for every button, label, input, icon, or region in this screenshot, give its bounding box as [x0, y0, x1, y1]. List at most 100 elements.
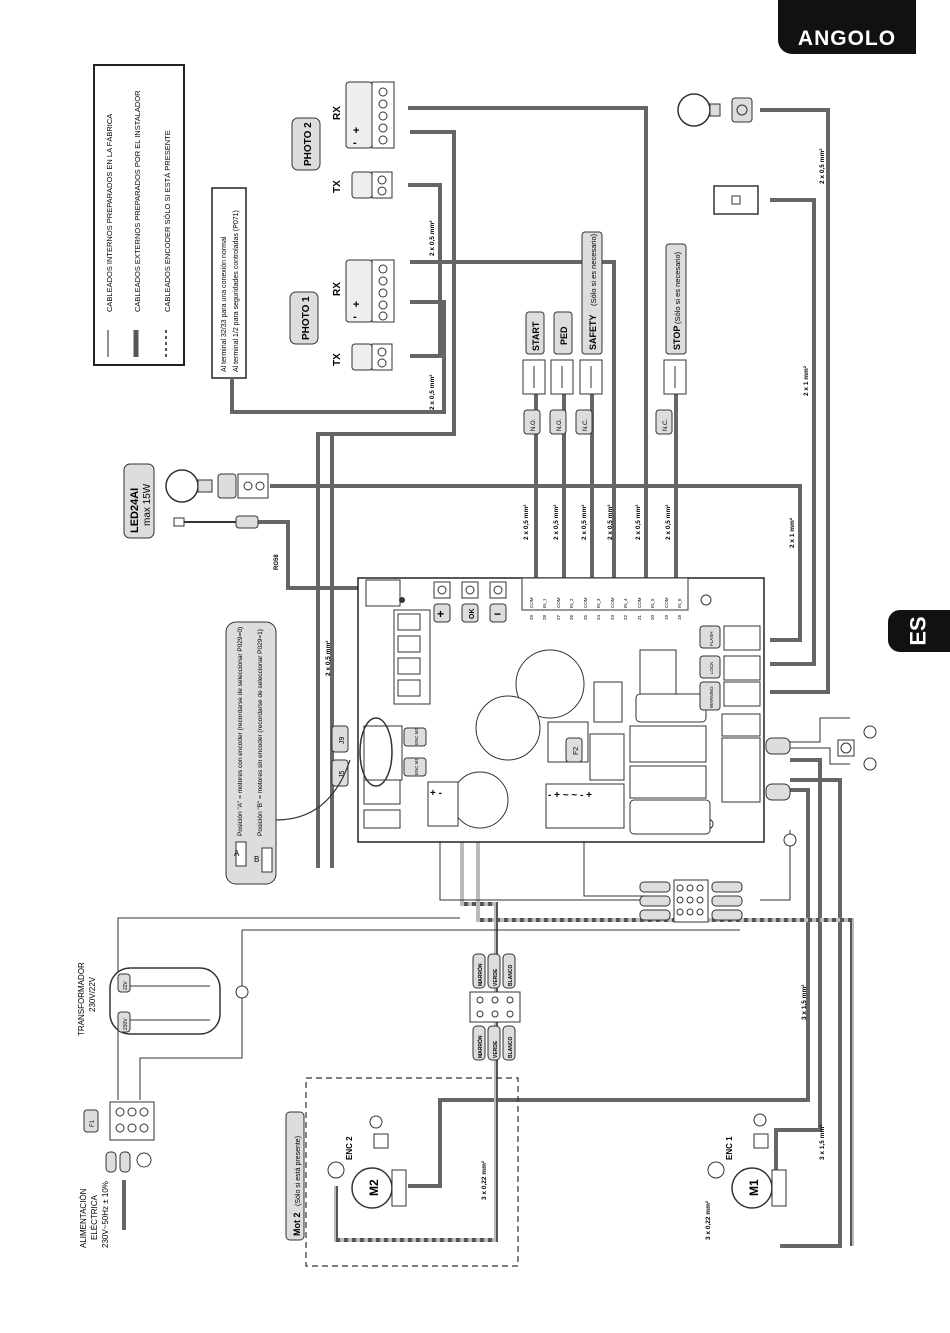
svg-text:-: -	[353, 137, 357, 149]
motor2-ground-icon	[373, 1133, 389, 1149]
motor1-label: M1	[747, 1179, 761, 1196]
svg-text:+: +	[353, 125, 359, 137]
wire-photo2-rx	[316, 130, 456, 868]
led-lamp-tag	[123, 463, 155, 539]
button-minus-label: −	[494, 607, 501, 621]
jumper-j9-label: J9	[339, 737, 346, 745]
photo1-tag	[289, 291, 319, 345]
supply-spec: 230V~50Hz ± 10%	[101, 1181, 110, 1248]
earth-icon-2	[863, 757, 877, 771]
photo2-tx-label: TX	[332, 180, 343, 193]
encoder1-icon	[707, 1161, 725, 1179]
input-start-contact: N.O.	[531, 418, 537, 431]
photo1-rx-label: RX	[332, 282, 343, 296]
input-stop-label: STOP	[672, 326, 682, 350]
jumper-note-a: Posición "A" = motores con encoder (reco…	[237, 627, 244, 836]
gauge-in5: 2 x 0,5 mm²	[635, 504, 642, 540]
svg-text:20: 20	[650, 614, 655, 620]
input-terminal-block	[521, 577, 689, 611]
flash-lamp: LED24AI max 15W RG58	[123, 463, 280, 570]
svg-text:29: 29	[529, 614, 534, 620]
button-ok-label: OK	[469, 609, 476, 620]
electric-lock-icon	[713, 185, 759, 215]
photo2-device: PHOTO 2 + - RX TX	[291, 81, 395, 199]
motor2-optional-box	[305, 1077, 519, 1267]
gauge-warning: 2 x 0,5 mm²	[819, 148, 826, 184]
legend-frame	[93, 64, 185, 366]
motor2-label: M2	[367, 1179, 381, 1196]
color-label-3: BLANCO	[508, 965, 514, 986]
gauge-labels: 2 x 0,5 mm² 2 x 0,5 mm² 2 x 0,5 mm² 2 x …	[325, 148, 826, 1240]
flash-bulb-icon	[165, 469, 199, 503]
power-terminal-left	[427, 781, 459, 827]
terminal-label-6: IN_3	[596, 598, 601, 608]
jumper-pointer	[275, 759, 351, 821]
terminal-label-9: COM	[637, 597, 642, 608]
output-warning	[699, 681, 721, 711]
svg-text:+ -: + -	[430, 788, 442, 799]
control-board: + OK − COM IN_1 COM IN_2 COM IN_3 COM IN…	[331, 577, 791, 843]
button-ok[interactable]	[461, 603, 479, 623]
gauge-in2: 2 x 0,5 mm²	[553, 504, 560, 540]
input-start-label: START	[531, 321, 541, 351]
input-stop-note: (Sólo si es necesario)	[673, 251, 682, 324]
supply-title: ALIMENTACIÓN	[79, 1188, 88, 1248]
power-supply: F1 ALIMENTACIÓN ELÉCTRICA 230V~50Hz ± 10…	[79, 1101, 155, 1248]
relay-2	[639, 649, 677, 697]
warning-lamp-symbol-icon	[731, 97, 753, 123]
brand-tab: ANGOLO	[778, 0, 916, 54]
earth-icon-5	[369, 1115, 383, 1129]
svg-text:28: 28	[542, 614, 547, 620]
earth-icon-1	[863, 725, 877, 739]
gauge-in4: 2 x 0,5 mm²	[607, 504, 614, 540]
gauge-motor1-b: 3 x 1,5 mm²	[819, 1124, 826, 1160]
wire-motor1-b	[780, 778, 842, 1248]
transformer-title: TRANSFORMADOR	[77, 962, 86, 1036]
svg-text:27: 27	[556, 614, 561, 620]
svg-text:-: -	[353, 311, 357, 323]
display-segments	[393, 609, 431, 705]
transformer: TRANSFORMADOR 230V/22V 22V 230V	[77, 962, 221, 1036]
gauge-photo2: 2 x 0,5 mm²	[429, 220, 436, 256]
gauge-flash: 2 x 1 mm²	[789, 517, 796, 548]
enc-m2-mark: ENC M2	[414, 728, 419, 745]
supply-earth-icon	[136, 1152, 152, 1168]
input-ped: PED N.O.	[549, 311, 574, 435]
jumper-note-b: Posición "B" = motores sin encoder (reco…	[257, 629, 264, 836]
input-safety: SAFETY (Sólo si es necesario) N.C.	[575, 231, 603, 435]
gauge-lock: 2 x 1 mm²	[803, 365, 810, 396]
terminal-label-4: IN_2	[569, 598, 574, 608]
button-plus[interactable]	[433, 603, 451, 623]
encoder-connectors	[363, 725, 403, 781]
coil-2	[629, 799, 711, 835]
wire-photo2-tx	[408, 183, 442, 358]
jumper-j9	[331, 725, 349, 753]
transformer-22v: 22V	[123, 980, 129, 990]
terminal-label-1: COM	[529, 597, 534, 608]
photo2-rx-terminal	[371, 81, 395, 149]
button-minus[interactable]	[489, 603, 507, 623]
terminal-label-5: COM	[583, 597, 588, 608]
input-ped-label: PED	[559, 326, 569, 345]
terminal-label-2: IN_1	[542, 598, 547, 608]
jumper-note-frame	[225, 621, 277, 885]
wire-motor1-a	[774, 758, 822, 1186]
motor2: Mot 2 (Sólo si está presente) M2 ENC 2	[285, 1077, 519, 1267]
capacitor-medium	[475, 695, 541, 761]
photo1-tx-label: TX	[332, 353, 343, 366]
ground-symbols	[235, 725, 877, 1129]
wire-photo2-in5	[408, 106, 648, 580]
gauge-board: 2 x 0,5 mm²	[325, 640, 332, 676]
fuse-f2	[565, 737, 583, 763]
photo1-rx-terminal	[371, 259, 395, 323]
power-terminal-mid	[545, 783, 625, 829]
svg-text:18: 18	[677, 614, 682, 620]
terminal-label-8: IN_4	[623, 598, 628, 608]
svg-text:24: 24	[596, 614, 601, 620]
earth-icon-6	[753, 1113, 767, 1127]
input-safety-note: (Sólo si es necesario)	[589, 233, 598, 306]
motor2-tag	[285, 1111, 305, 1241]
photo-note-line-2: Al terminal 1/2 para seguridades control…	[233, 210, 240, 372]
photo2-tag	[291, 117, 321, 171]
